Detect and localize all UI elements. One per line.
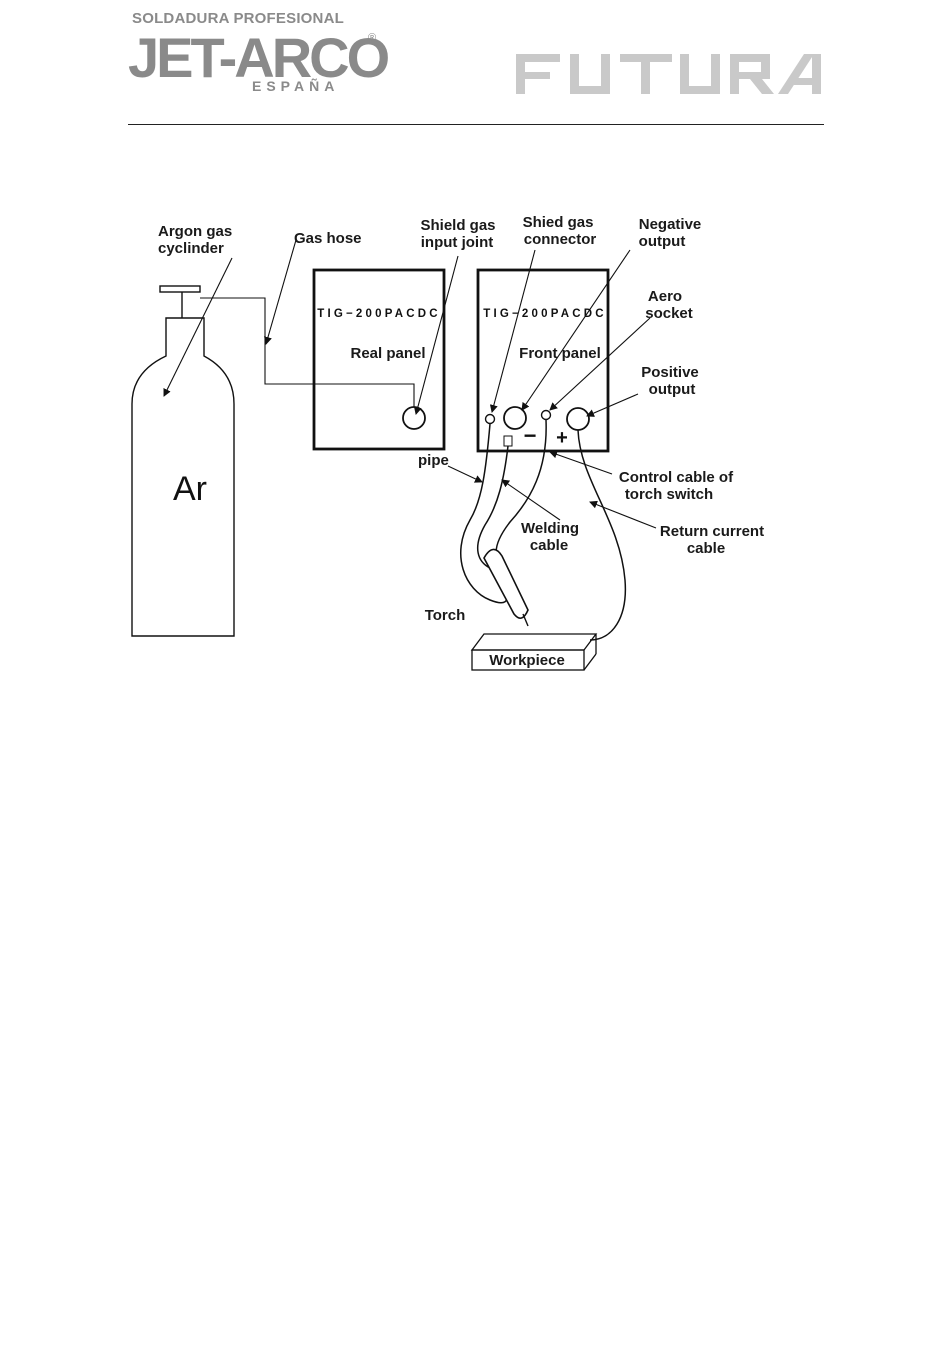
return-current-cable [578, 430, 625, 640]
shield-gas-input-joint [403, 407, 425, 429]
leader-shield-input [416, 256, 458, 414]
connector-plug [504, 436, 512, 446]
leader-welding [502, 480, 560, 520]
argon-cylinder [132, 286, 234, 636]
pipe-label: pipe [418, 452, 449, 469]
argon-gas-label-2: cyclinder [158, 240, 224, 257]
welding-label-1: Welding [521, 520, 579, 537]
positive-label-2: output [649, 381, 696, 398]
control-label-2: torch switch [625, 486, 713, 503]
aero-label-1: Aero [648, 288, 682, 305]
rear-panel-label: Real panel [350, 345, 425, 362]
leader-aero [550, 318, 650, 410]
workpiece-label: Workpiece [489, 652, 565, 669]
shield-input-label-2: input joint [421, 234, 493, 251]
positive-label-1: Positive [641, 364, 699, 381]
leader-shied-connector [492, 250, 535, 412]
plus-sign: + [556, 427, 568, 449]
aero-socket [542, 411, 551, 420]
welding-label-2: cable [530, 537, 568, 554]
torch-label: Torch [425, 607, 466, 624]
aero-label-2: socket [645, 305, 693, 322]
leader-return [590, 502, 656, 528]
shield-input-label-1: Shield gas [420, 217, 495, 234]
front-model-label: TIG−200PACDC [483, 308, 607, 320]
minus-sign: − [524, 423, 537, 448]
argon-gas-label-1: Argon gas [158, 223, 232, 240]
cylinder-symbol: Ar [173, 470, 207, 508]
leader-argon [164, 258, 232, 396]
shield-gas-connector [486, 415, 495, 424]
negative-label-1: Negative [639, 216, 702, 233]
welding-torch [484, 549, 528, 626]
leader-positive [587, 394, 638, 416]
leader-pipe [448, 466, 482, 482]
return-label-2: cable [687, 540, 725, 557]
gas-hose-label: Gas hose [294, 230, 362, 247]
control-label-1: Control cable of [619, 469, 734, 486]
leader-gas-hose [266, 240, 296, 344]
leader-control [550, 452, 612, 474]
negative-label-2: output [639, 233, 686, 250]
rear-model-label: TIG−200PACDC [317, 308, 441, 320]
shied-connector-label-1: Shied gas [523, 214, 594, 231]
shied-connector-label-2: connector [524, 231, 597, 248]
return-label-1: Return current [660, 523, 764, 540]
positive-output-terminal [567, 408, 589, 430]
